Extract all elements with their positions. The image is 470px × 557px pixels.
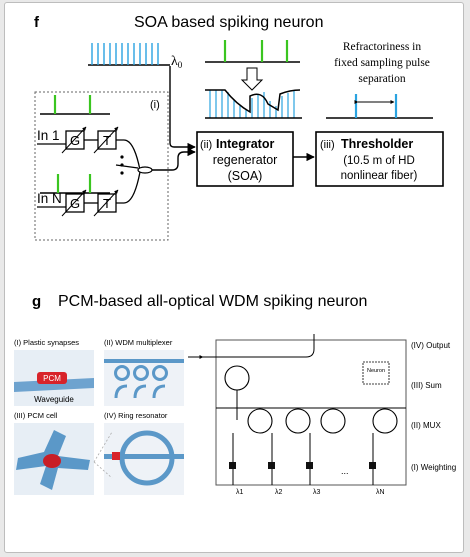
panel-f-letter: f <box>34 14 40 31</box>
pulse-path-arrow <box>169 66 196 152</box>
mux-ring-1 <box>247 408 273 434</box>
integrator-title: Integrator <box>216 137 274 151</box>
integrator-num: (ii) <box>200 139 212 151</box>
lambda-1: λ1 <box>236 489 244 496</box>
weight-cell-3 <box>306 462 313 469</box>
pcm-cell-label: (III) PCM cell <box>14 411 58 420</box>
thresholder-line2: (10.5 m of HD <box>343 155 415 167</box>
refractory-line2: fixed sampling pulse <box>334 57 430 69</box>
weight-cell-1 <box>229 462 236 469</box>
weighting-label: (I) Weighting <box>411 463 456 472</box>
ellipsis-label: ... <box>341 466 349 476</box>
lambda-2: λ2 <box>275 489 283 496</box>
pcm-label: PCM <box>43 374 61 383</box>
panel-g-letter: g <box>32 293 41 310</box>
gain-label-n: G <box>70 196 80 211</box>
sum-ring <box>224 365 250 391</box>
integrator-line3: (SOA) <box>228 169 263 183</box>
integrator-box <box>196 131 294 187</box>
thresholder-box <box>315 131 444 187</box>
ring-resonator-label: (IV) Ring resonator <box>104 411 168 420</box>
thresholder-title: Thresholder <box>341 137 413 151</box>
panel-f-title: SOA based spiking neuron <box>134 14 323 31</box>
thresholder-line3: nonlinear fiber) <box>341 170 418 182</box>
in1-label: In 1 <box>37 128 60 143</box>
schematic-frame <box>215 339 407 486</box>
pulse-train <box>88 43 170 66</box>
integrator-line2: regenerator <box>213 153 278 167</box>
panel-g-title: PCM-based all-optical WDM spiking neuron <box>58 293 367 310</box>
mux-label: (II) MUX <box>411 421 441 430</box>
output-label: (IV) Output <box>411 341 451 350</box>
combiner-icon <box>137 166 153 174</box>
mux-ring-2 <box>285 408 311 434</box>
lambda-3: λ3 <box>313 489 321 496</box>
lambda0-label: λ0 <box>171 54 183 70</box>
output-spike-train <box>326 94 433 119</box>
lambda-n: λN <box>376 489 385 496</box>
refractory-line3: separation <box>358 73 406 85</box>
plastic-synapses-label: (I) Plastic synapses <box>14 338 79 347</box>
down-arrow-icon <box>240 67 264 91</box>
mux-ring-n <box>372 408 398 434</box>
weight-cell-2 <box>268 462 275 469</box>
mux-ring-3 <box>320 408 346 434</box>
gain-label-1: G <box>70 133 80 148</box>
thresholder-num: (iii) <box>320 139 335 151</box>
neuron-box <box>362 361 390 385</box>
delay-label-1: T <box>103 133 111 148</box>
refractory-line1: Refractoriness in <box>343 41 421 53</box>
delay-label-n: T <box>103 196 111 211</box>
inN-label: In N <box>37 191 62 206</box>
input-spike-train <box>205 40 300 63</box>
wdm-multiplexer-label: (II) WDM multiplexer <box>104 338 173 347</box>
integrated-waveform <box>205 89 302 119</box>
input-inset-box <box>34 91 169 241</box>
sum-label: (III) Sum <box>411 381 442 390</box>
neuron-label: Neuron <box>367 368 385 374</box>
inset-label: (i) <box>150 99 160 111</box>
weight-cell-n <box>369 462 376 469</box>
waveguide-label: Waveguide <box>34 395 74 404</box>
